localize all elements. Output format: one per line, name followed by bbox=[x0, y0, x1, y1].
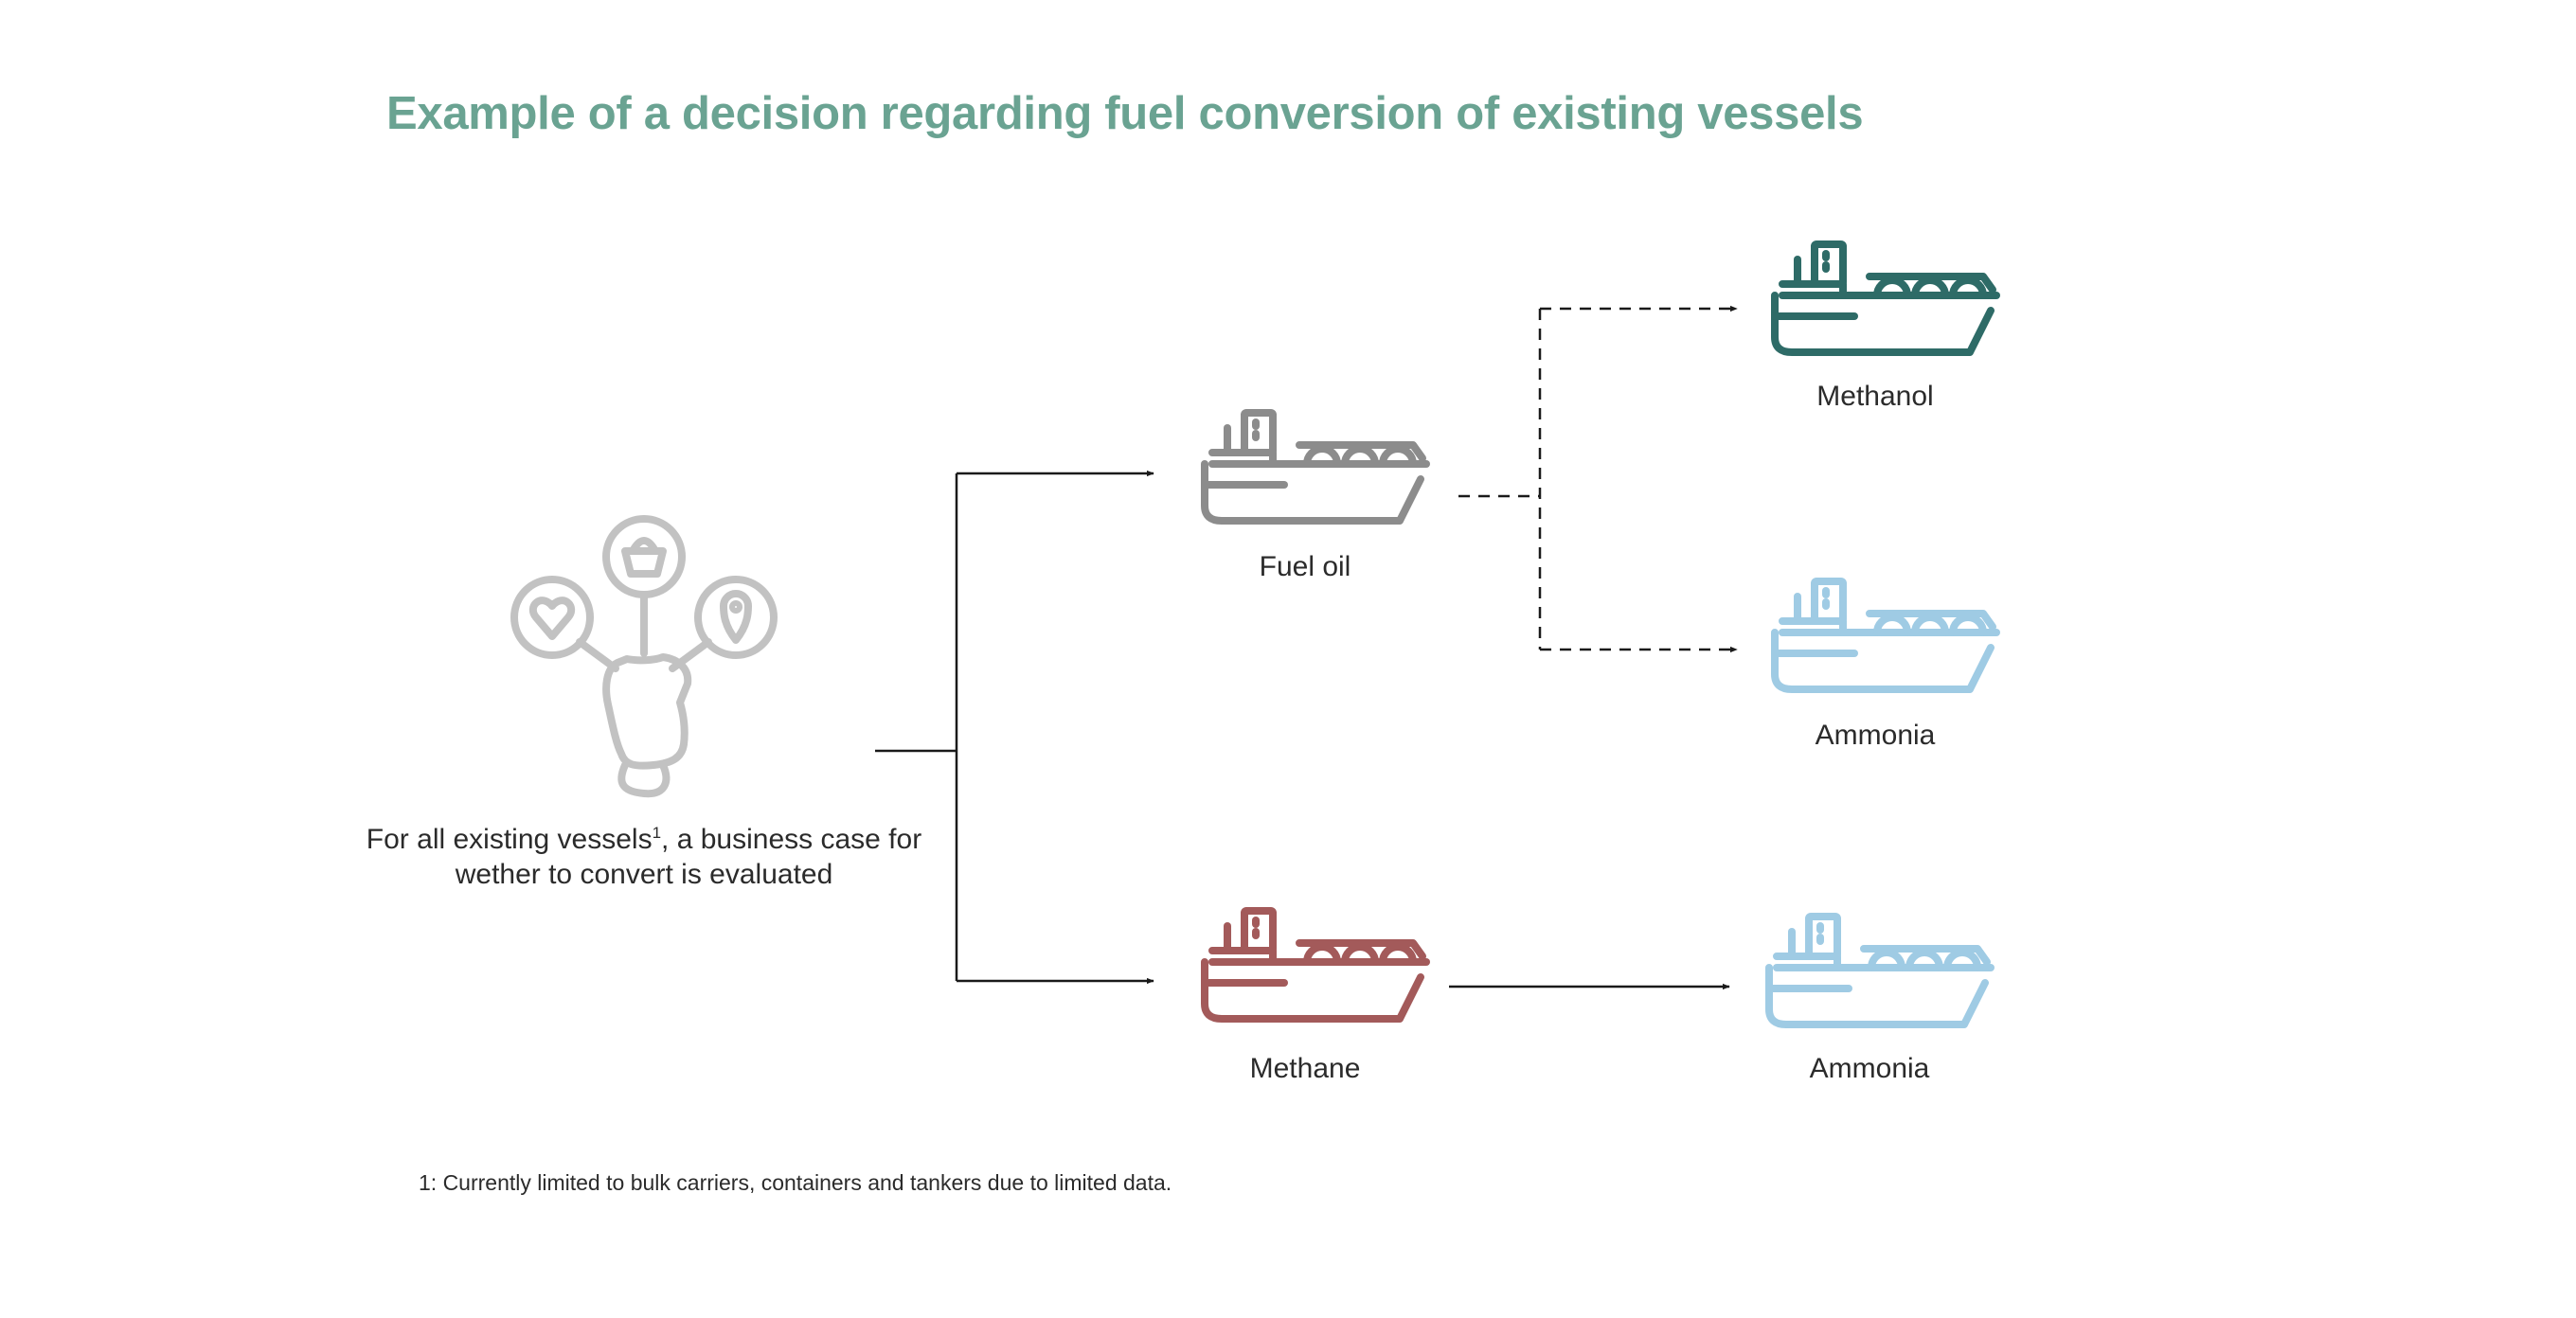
ship-icon bbox=[1205, 911, 1426, 1019]
ship-icon bbox=[1775, 244, 1996, 352]
ship-icon bbox=[1769, 917, 1991, 1024]
node-label-ammonia-top: Ammonia bbox=[1815, 720, 1936, 751]
caption-text-start: For all existing vessels bbox=[366, 824, 653, 855]
caption-text-end: , a business case for wether to convert … bbox=[455, 824, 922, 890]
ship-icon bbox=[1205, 413, 1426, 521]
node-label-ammonia-bottom: Ammonia bbox=[1809, 1053, 1930, 1084]
person-choices-icon bbox=[510, 515, 778, 798]
node-label-methane: Methane bbox=[1249, 1053, 1361, 1084]
node-label-methanol: Methanol bbox=[1816, 381, 1934, 412]
node-label-fuel-oil: Fuel oil bbox=[1259, 551, 1351, 582]
page-title: Example of a decision regarding fuel con… bbox=[386, 88, 1864, 139]
footnote: 1: Currently limited to bulk carriers, c… bbox=[419, 1170, 1172, 1195]
source-caption: For all existing vessels1, a business ca… bbox=[350, 822, 938, 892]
ship-icon bbox=[1775, 581, 1996, 689]
footnote-marker: 1 bbox=[652, 824, 662, 842]
